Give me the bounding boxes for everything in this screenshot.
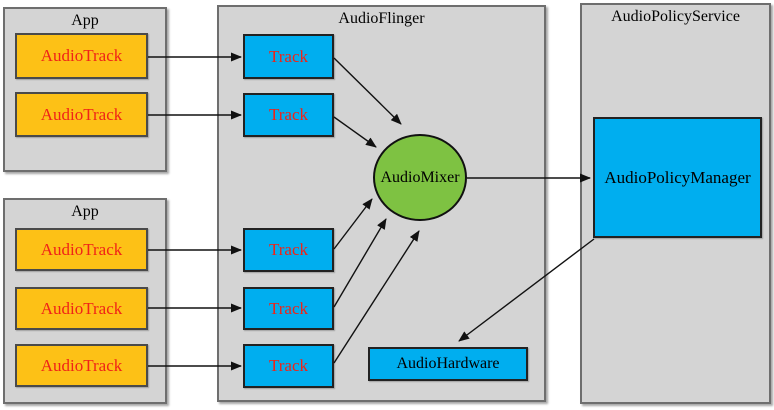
node-track-1: Track <box>243 34 334 79</box>
container-app-2-title: App <box>71 203 99 220</box>
node-audiotrack-2: AudioTrack <box>15 92 148 137</box>
node-audiotrack-5: AudioTrack <box>15 344 148 387</box>
container-app-1: App <box>3 7 167 172</box>
node-audiomixer: AudioMixer <box>373 134 467 221</box>
node-audiotrack-3: AudioTrack <box>15 228 148 271</box>
node-track-4: Track <box>243 287 334 330</box>
node-track-3: Track <box>243 228 334 272</box>
node-audiopolicymanager: AudioPolicyManager <box>593 117 762 238</box>
node-track-5: Track <box>243 344 334 388</box>
node-audiotrack-1: AudioTrack <box>15 33 148 79</box>
container-app-1-title: App <box>71 12 99 29</box>
container-audiopolicyservice-title: AudioPolicyService <box>611 8 740 25</box>
node-audiohardware: AudioHardware <box>368 347 528 381</box>
node-track-2: Track <box>243 93 334 137</box>
container-audioflinger-title: AudioFlinger <box>338 10 425 27</box>
node-audiotrack-4: AudioTrack <box>15 287 148 330</box>
